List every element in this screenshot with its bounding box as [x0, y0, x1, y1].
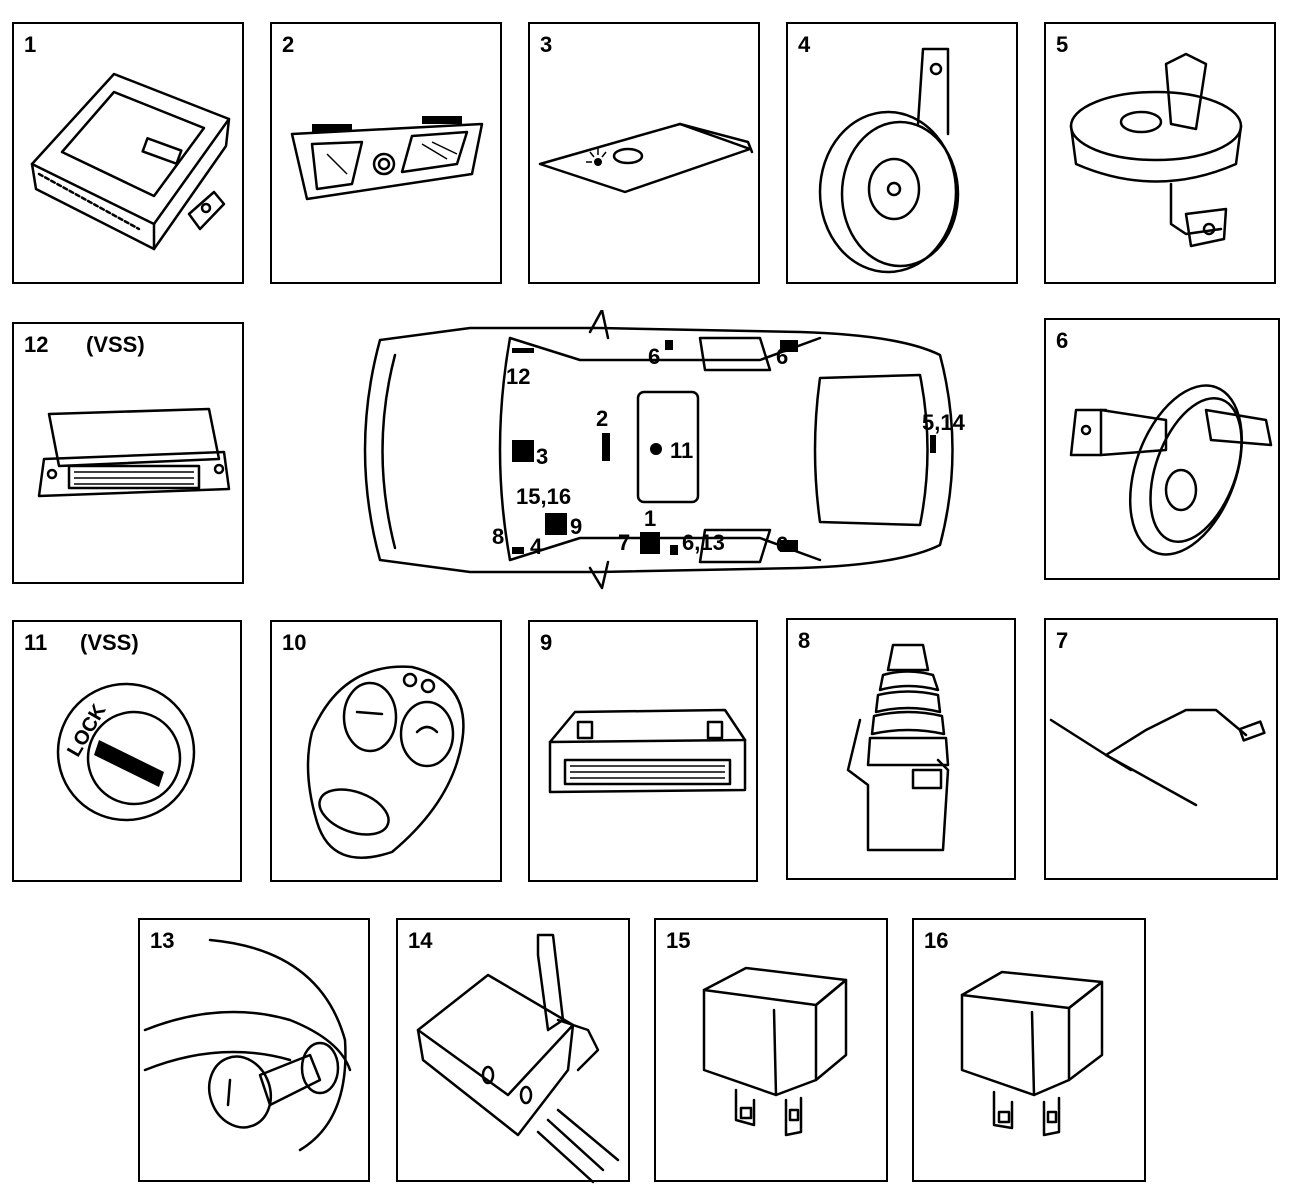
component-panel-2: 2	[270, 22, 502, 284]
component-panel-13: 13	[138, 918, 370, 1182]
tilt-sensor-plate-illustration	[538, 122, 754, 194]
panel-number: 13	[150, 928, 175, 953]
panel-number: 2	[282, 32, 295, 57]
control-unit-illustration	[30, 72, 231, 251]
component-panel-14: 14	[396, 918, 630, 1184]
boot-switch-illustration	[416, 933, 620, 1184]
component-panel-12: 12 (VSS)	[12, 322, 244, 584]
component-panel-10: 10	[270, 620, 502, 882]
panel-number: 6	[1056, 328, 1069, 353]
panel-number: 14	[408, 928, 433, 953]
component-panel-9: 9	[528, 620, 758, 882]
location-label-6-rear-right: 6	[776, 532, 789, 557]
horn-illustration	[818, 47, 960, 274]
key-in-door-lock-illustration	[143, 938, 352, 1152]
location-label-15-16: 15,16	[516, 484, 572, 509]
panel-number: 9	[540, 630, 553, 655]
vehicle-top-view-diagram: 12 6 6 2 3 11 5,14 15,16 9 1 8 4 7 6,13 …	[340, 308, 980, 590]
component-panel-8: 8	[786, 618, 1016, 880]
panel-number: 12	[24, 332, 49, 357]
panel-number: 8	[798, 628, 811, 653]
location-label-12: 12	[506, 364, 531, 389]
panel-number: 10	[282, 630, 307, 655]
component-panel-7: 7	[1044, 618, 1278, 880]
location-label-6-front: 6	[648, 344, 661, 369]
component-panel-4: 4	[786, 22, 1018, 284]
vss-tag: (VSS)	[86, 332, 145, 357]
location-label-9: 9	[570, 514, 583, 539]
location-label-6-13: 6,13	[682, 530, 725, 555]
location-label-4: 4	[530, 534, 543, 559]
component-panel-6: 6	[1044, 318, 1280, 580]
relay-15-illustration	[702, 966, 848, 1137]
panel-number: 3	[540, 32, 553, 57]
wiring-harness-illustration	[1049, 708, 1266, 807]
component-panel-5: 5	[1044, 22, 1276, 284]
bonnet-switch-plunger-illustration	[846, 643, 950, 852]
relay-16-illustration	[960, 970, 1104, 1137]
component-panel-11: 11 (VSS) LOCK	[12, 620, 242, 882]
location-label-5-14: 5,14	[922, 410, 965, 435]
car-outline	[363, 308, 954, 590]
remote-handset-illustration	[306, 665, 465, 859]
vss-ecu-illustration	[37, 407, 231, 498]
location-label-3: 3	[536, 444, 549, 469]
component-panel-1: 1	[12, 22, 244, 284]
panel-number: 4	[798, 32, 811, 57]
ecu-illustration	[548, 708, 747, 794]
door-switch-illustration	[1069, 384, 1273, 556]
door-lock-barrel-illustration: LOCK	[56, 682, 196, 822]
component-panel-3: 3	[528, 22, 760, 284]
location-label-1: 1	[644, 506, 657, 531]
vss-tag: (VSS)	[80, 630, 139, 655]
location-label-7: 7	[618, 530, 631, 555]
location-label-6-rear: 6	[776, 344, 789, 369]
panel-number: 1	[24, 32, 37, 57]
component-panel-15: 15	[654, 918, 888, 1182]
panel-number: 15	[666, 928, 691, 953]
component-panel-16: 16	[912, 918, 1146, 1182]
bonnet-switch-illustration	[1069, 52, 1243, 248]
location-label-11: 11	[670, 438, 694, 463]
panel-number: 7	[1056, 628, 1069, 653]
location-label-2: 2	[596, 406, 609, 431]
interior-lamp-illustration	[290, 116, 484, 201]
location-label-8: 8	[492, 524, 505, 549]
panel-number: 11	[24, 630, 48, 655]
panel-number: 16	[924, 928, 949, 953]
panel-number: 5	[1056, 32, 1069, 57]
